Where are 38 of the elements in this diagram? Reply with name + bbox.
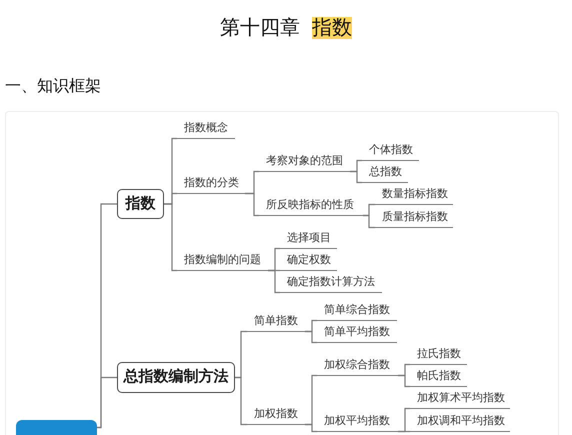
topic-label: 指数概念 xyxy=(177,120,235,139)
topic-label: 选择项目 xyxy=(280,230,337,249)
connector-line xyxy=(164,203,177,272)
topic-label: 帕氏指数 xyxy=(410,368,467,387)
topic-label: 个体指数 xyxy=(362,142,419,161)
topic-label: 确定指数计算方法 xyxy=(280,274,382,293)
chapter-title: 第十四章 指数 xyxy=(220,16,352,41)
topic-label: 确定权数 xyxy=(280,252,337,271)
topic-label: 加权指数 xyxy=(247,406,305,425)
topic-label: 指数的分类 xyxy=(177,175,245,194)
root-topic-box xyxy=(16,420,97,435)
topic-label: 简单指数 xyxy=(247,313,305,332)
topic-label: 简单平均指数 xyxy=(317,324,397,343)
connector-line xyxy=(305,424,317,432)
connector-line xyxy=(305,330,317,344)
topic-label: 加权算术平均指数 xyxy=(410,390,510,409)
topic-label: 所反映指标的性质 xyxy=(259,197,363,216)
topic-label: 总指数 xyxy=(362,164,408,183)
section-heading: 一、知识框架 xyxy=(5,76,101,97)
topic-label: 加权调和平均指数 xyxy=(410,413,510,432)
topic-label: 加权综合指数 xyxy=(317,357,398,376)
connector-line xyxy=(363,214,375,228)
topic-label: 加权平均指数 xyxy=(317,413,398,432)
connector-line xyxy=(245,192,259,216)
topic-label: 考察对象的范围 xyxy=(259,153,350,172)
topic-box: 总指数编制方法 xyxy=(117,362,235,393)
topic-label: 数量指标指数 xyxy=(375,186,453,205)
topic-label: 简单综合指数 xyxy=(317,302,397,321)
connector-line xyxy=(235,376,247,426)
topic-label: 拉氏指数 xyxy=(410,346,467,365)
topic-label: 质量指标指数 xyxy=(375,209,453,228)
connector-line xyxy=(97,376,117,428)
topic-label: 指数编制的问题 xyxy=(177,252,268,271)
connector-line xyxy=(350,170,362,184)
connector-line xyxy=(398,374,410,388)
connector-line xyxy=(398,430,410,432)
connector-line xyxy=(268,270,280,294)
topic-box: 指数 xyxy=(117,189,164,219)
